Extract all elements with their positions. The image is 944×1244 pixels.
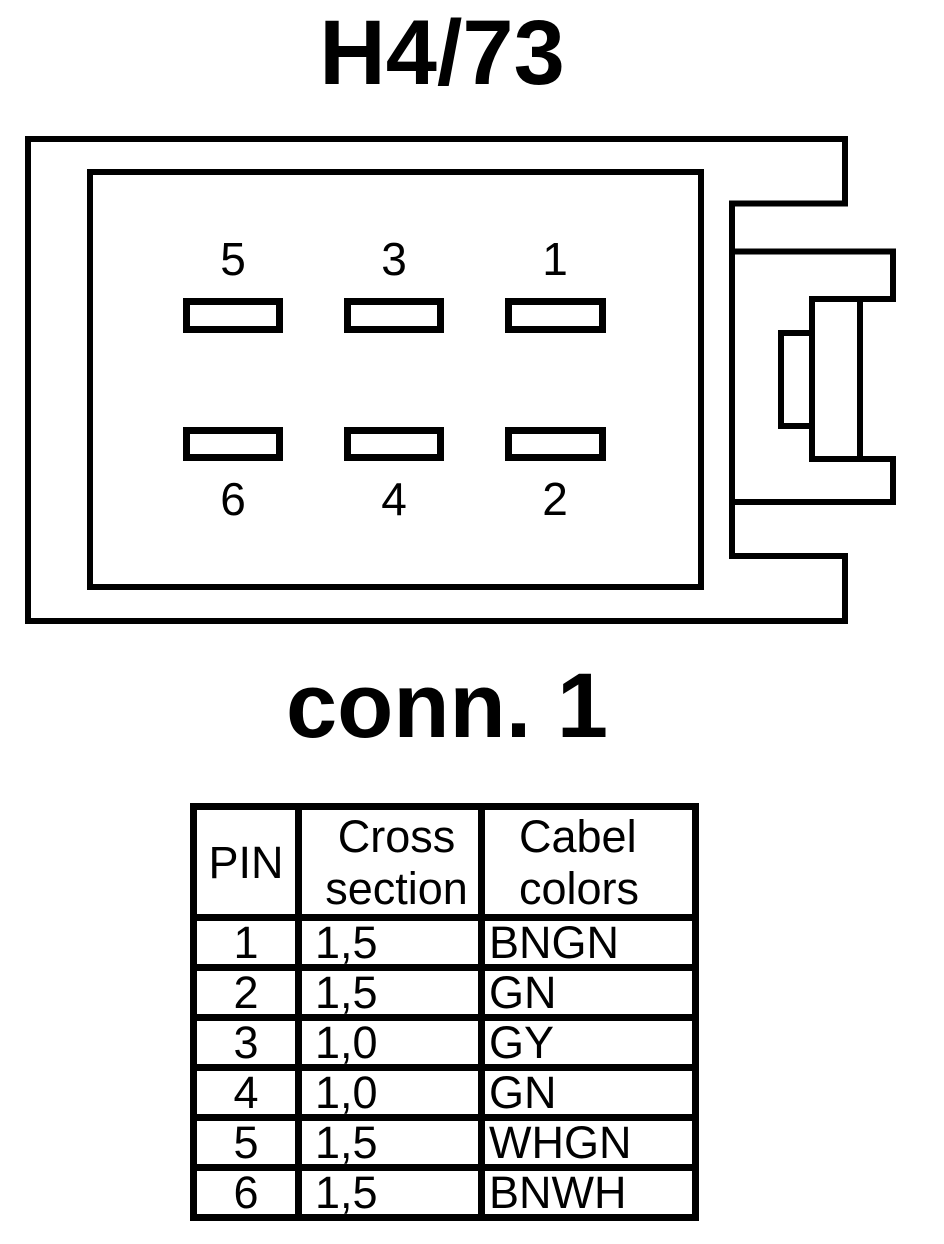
latch-bottom-hook bbox=[732, 456, 896, 505]
table-header-cross-line1: Cross bbox=[337, 811, 456, 862]
table-cell-pin: 1 bbox=[197, 921, 295, 964]
table-cell-pin: 2 bbox=[197, 971, 295, 1014]
connector-caption: conn. 1 bbox=[285, 655, 609, 757]
table-header-cross-section: Cross section bbox=[302, 810, 478, 914]
table-cell-cross-section: 1,0 bbox=[302, 1021, 478, 1064]
pinout-table: PIN Cross section Cabel colors 1 1,5 BNG… bbox=[190, 803, 699, 1221]
connector-inner-face bbox=[87, 169, 704, 590]
table-header-pin-text: PIN bbox=[208, 836, 284, 888]
pin-slot-3 bbox=[344, 298, 444, 333]
table-cell-cross-section: 1,5 bbox=[302, 1121, 478, 1164]
connector-housing-outline bbox=[25, 136, 848, 624]
table-cell-cross-section: 1,0 bbox=[302, 1071, 478, 1114]
table-header-colors-line2: colors bbox=[519, 863, 640, 914]
latch-inner-tab bbox=[778, 330, 815, 429]
pin-slot-1 bbox=[505, 298, 606, 333]
latch-top-hook bbox=[732, 248, 896, 302]
pin-slot-6 bbox=[183, 427, 283, 461]
latch-outer-tab bbox=[809, 296, 863, 462]
table-header-cable-colors: Cabel colors bbox=[485, 810, 692, 914]
table-cell-cable-color: GN bbox=[485, 1071, 692, 1114]
table-cell-cable-color: BNWH bbox=[485, 1171, 692, 1214]
pin-slot-2 bbox=[505, 427, 606, 461]
pin-label-6: 6 bbox=[220, 473, 246, 525]
table-header-colors-line1: Cabel bbox=[519, 811, 637, 862]
pin-label-3: 3 bbox=[381, 233, 407, 285]
pin-slot-4 bbox=[344, 427, 444, 461]
pin-slot-5 bbox=[183, 298, 283, 333]
pin-label-4: 4 bbox=[381, 473, 407, 525]
table-cell-cross-section: 1,5 bbox=[302, 971, 478, 1014]
table-cell-cross-section: 1,5 bbox=[302, 921, 478, 964]
table-cell-cable-color: GN bbox=[485, 971, 692, 1014]
table-cell-pin: 4 bbox=[197, 1071, 295, 1114]
table-header-cross-line2: section bbox=[325, 863, 468, 914]
pin-label-2: 2 bbox=[542, 473, 568, 525]
table-cell-cable-color: GY bbox=[485, 1021, 692, 1064]
pin-label-5: 5 bbox=[220, 233, 246, 285]
table-header-pin: PIN bbox=[197, 810, 295, 914]
table-cell-pin: 6 bbox=[197, 1171, 295, 1214]
table-cell-pin: 3 bbox=[197, 1021, 295, 1064]
table-cell-cross-section: 1,5 bbox=[302, 1171, 478, 1214]
connector-title: H4/73 bbox=[319, 2, 565, 104]
table-cell-pin: 5 bbox=[197, 1121, 295, 1164]
pin-label-1: 1 bbox=[542, 233, 568, 285]
table-cell-cable-color: WHGN bbox=[485, 1121, 692, 1164]
table-cell-cable-color: BNGN bbox=[485, 921, 692, 964]
